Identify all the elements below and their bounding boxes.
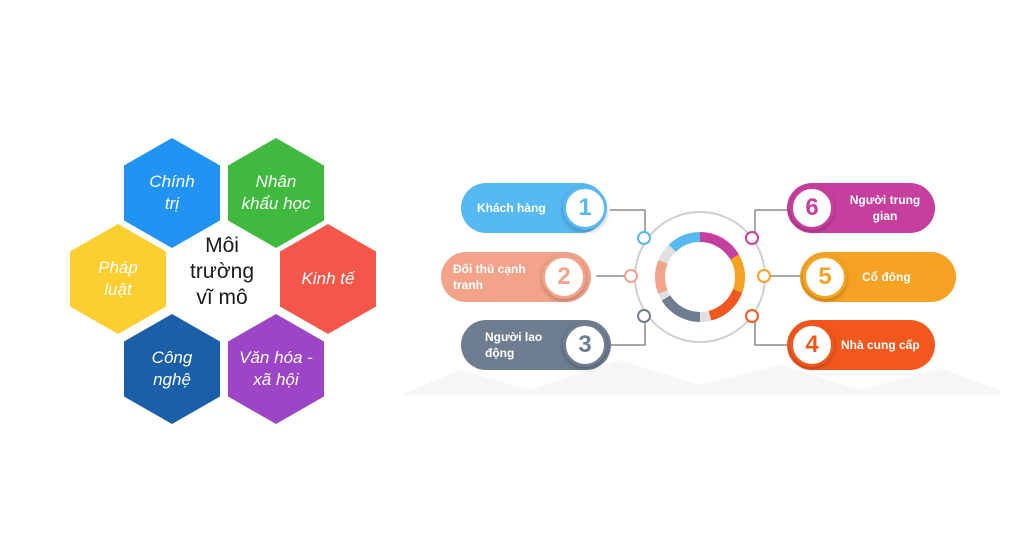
stakeholder-label: Đối thủ cạnh tranh xyxy=(453,262,526,292)
stakeholder-number-3: 3 xyxy=(563,323,607,367)
stakeholder-label: Người lao động xyxy=(485,330,543,360)
hex-cong-nghe: Công nghệ xyxy=(124,314,220,424)
hub-segment-1 xyxy=(668,232,701,252)
background-band xyxy=(400,360,1000,395)
stakeholder-number-5: 5 xyxy=(803,255,847,299)
hub-segment-4 xyxy=(708,288,743,321)
stakeholder-label: Khách hàng xyxy=(477,201,546,215)
connector-dot-1 xyxy=(637,231,651,245)
hub-segment-2 xyxy=(655,260,668,294)
connector-dot-2 xyxy=(624,269,638,283)
hex-label: Công nghệ xyxy=(151,348,193,389)
stakeholder-label: Người trung gian xyxy=(849,193,921,223)
stakeholder-label: Nhà cung cấp xyxy=(841,338,920,352)
connector-dot-3 xyxy=(637,309,651,323)
hex-center-label: Môi trường vĩ mô xyxy=(189,234,254,309)
hex-label: Pháp luật xyxy=(98,258,138,299)
hex-van-hoa-xa-hoi: Văn hóa - xã hội xyxy=(228,314,324,424)
hex-label: Kinh tế xyxy=(301,269,355,288)
stakeholder-number-1: 1 xyxy=(563,186,607,230)
hex-label: Chính trị xyxy=(149,172,195,213)
hub-center xyxy=(667,244,733,310)
hex-label: Văn hóa - xã hội xyxy=(239,348,313,389)
stakeholder-number-6: 6 xyxy=(790,186,834,230)
connector-dot-4 xyxy=(745,309,759,323)
stakeholder-number-4: 4 xyxy=(790,323,834,367)
stakeholder-label: Cổ đông xyxy=(862,270,911,284)
hub-segment-6 xyxy=(699,232,739,260)
hub-segment-3 xyxy=(661,295,701,322)
hex-label: Nhân khẩu học xyxy=(241,172,311,213)
hub-segment-5 xyxy=(730,254,746,293)
connector-dot-6 xyxy=(745,231,759,245)
stakeholder-number-2: 2 xyxy=(542,255,586,299)
connector-dot-5 xyxy=(757,269,771,283)
